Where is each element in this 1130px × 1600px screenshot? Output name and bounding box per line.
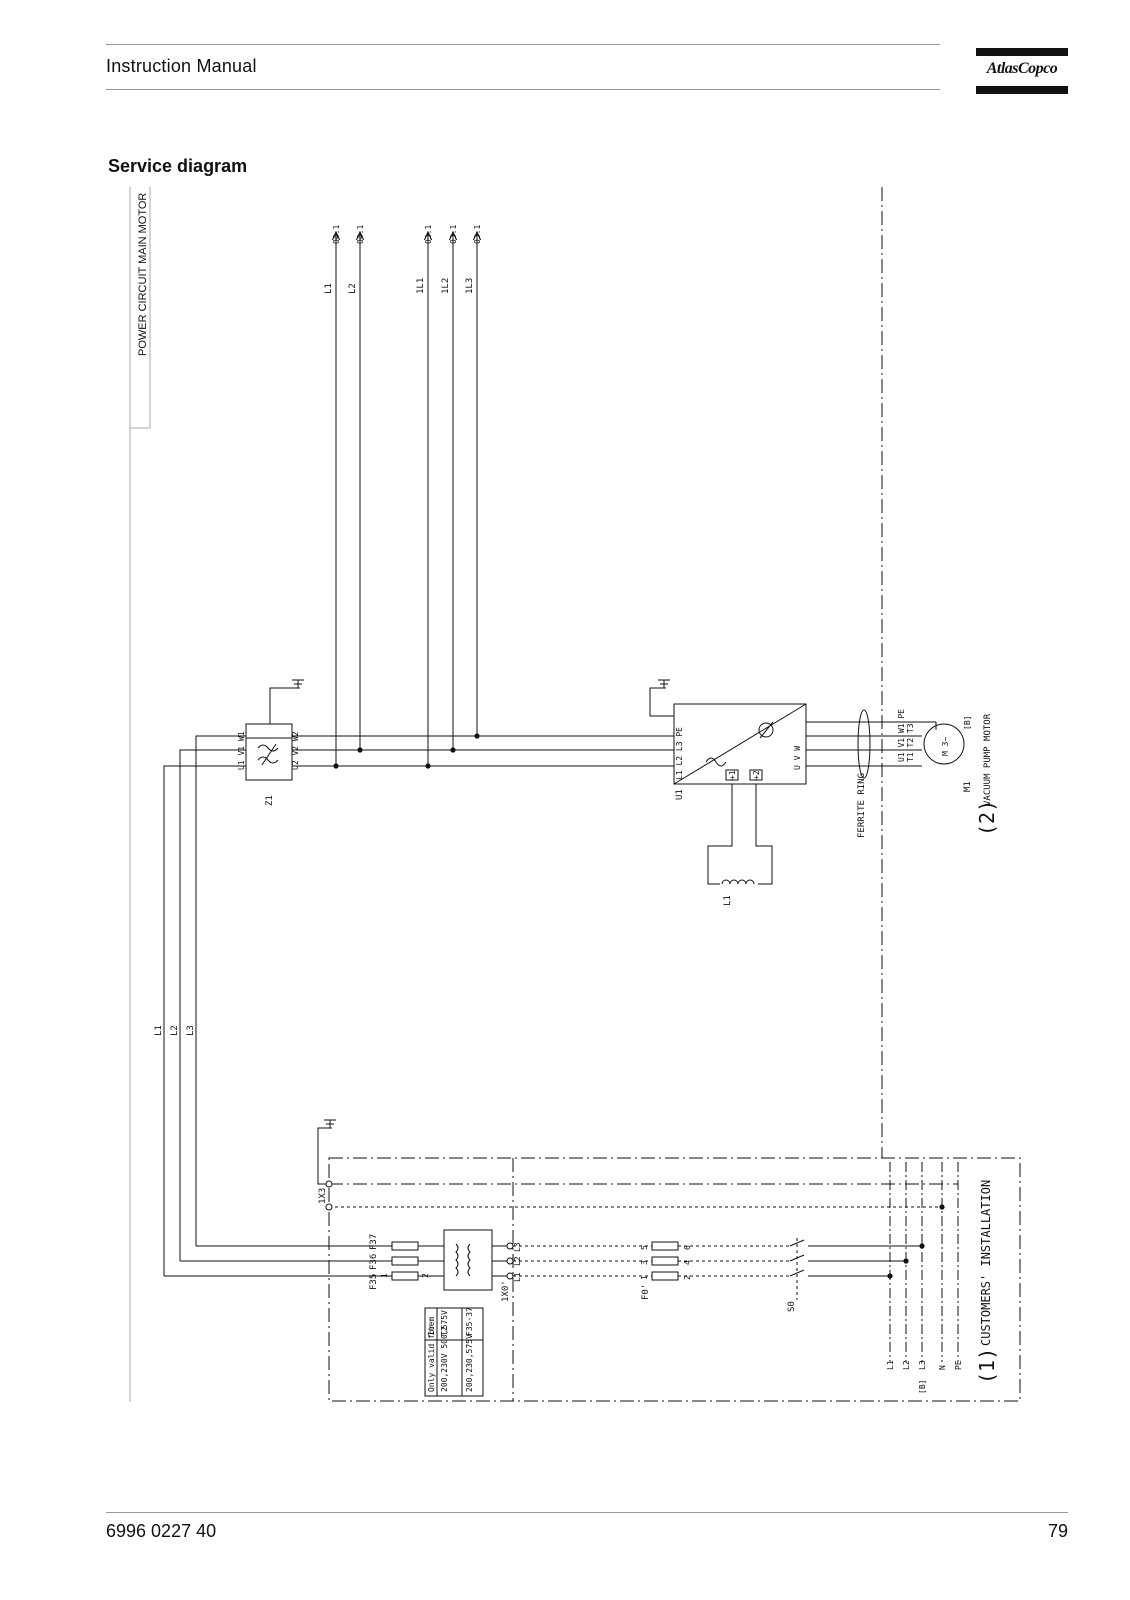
filter-id: Z1 <box>265 795 275 806</box>
filter-output-terminals: U2 V2 W2 <box>291 731 300 770</box>
output-label: 1L2 <box>441 278 451 294</box>
feed-line-label: L2 <box>170 1025 180 1036</box>
table-cell: T2 <box>440 1326 449 1336</box>
choke-l1 <box>721 879 755 885</box>
fuse-pin: 1 <box>380 1273 389 1278</box>
customer-installation-boundary <box>328 1157 1021 1402</box>
terminal-label: L3 <box>513 1242 522 1252</box>
atlas-copco-logo: AtlasCopco <box>976 48 1068 94</box>
output-ref: 03.1 <box>473 225 482 244</box>
dc-terminal: +2 <box>752 770 761 780</box>
sheet-label: POWER CIRCUIT MAIN MOTOR <box>137 193 149 356</box>
output-label: 1L3 <box>465 278 475 294</box>
header-rule-bottom <box>106 89 940 90</box>
motor-option: [B] <box>963 716 972 730</box>
main-fuse-id: F0' <box>641 1284 651 1300</box>
footer-rule <box>106 1512 1068 1513</box>
header-rule-top <box>106 44 940 45</box>
output-label: 1L1 <box>416 278 426 294</box>
terminal-label: L2 <box>513 1256 522 1266</box>
main-fuse-pin: 2 <box>683 1275 692 1280</box>
fuse-pin: 2 <box>421 1273 430 1278</box>
feed-line-label: L1 <box>154 1025 164 1036</box>
fuse-id: F36 <box>369 1254 379 1270</box>
customer-line-label: L2 <box>902 1360 911 1370</box>
main-fuse-pin: 5 <box>640 1245 649 1250</box>
customer-option: [B] <box>918 1380 927 1394</box>
table-cell: 200,230V 500,575V <box>440 1310 449 1392</box>
terminal-strip-earth: 1X3 <box>318 1188 328 1204</box>
output-ref: 03.1 <box>449 225 458 244</box>
logo-text: AtlasCopco <box>986 60 1058 77</box>
fuse-id: F37 <box>369 1234 379 1250</box>
main-fuse-pin: 4 <box>683 1260 692 1265</box>
logo-bar-bottom <box>976 86 1068 94</box>
header-title: Instruction Manual <box>106 56 257 76</box>
main-fuse-pin: 6 <box>683 1245 692 1250</box>
table-header: Only valid for <box>427 1324 436 1392</box>
customer-installation-label: CUSTOMERS' INSTALLATION <box>979 1180 993 1346</box>
drive-output-terminals: U V W <box>793 746 802 770</box>
terminal-strip: 1X0' <box>501 1280 511 1302</box>
feed-line-label: L3 <box>186 1025 196 1036</box>
customer-line-label: L3 <box>918 1360 927 1370</box>
logo-bar-top <box>976 48 1068 56</box>
drive-input-terminals: L1 L2 L3 PE <box>675 727 684 780</box>
choke-id: L1 <box>723 895 733 906</box>
output-ref: 04.1 <box>332 225 341 244</box>
drive-id: U1 <box>675 789 685 800</box>
filter-input-terminals: U1 V1 W1 <box>237 731 246 770</box>
motor-number: (2) <box>975 800 999 836</box>
drive-u1 <box>673 703 807 785</box>
fuse-id: F35 <box>369 1274 379 1290</box>
table-cell: F35-37 <box>465 1307 474 1336</box>
section-title: Service diagram <box>108 156 248 176</box>
output-label: L1 <box>324 283 334 294</box>
ferrite-label: FERRITE RING <box>857 773 867 838</box>
output-ref: 04.1 <box>356 225 365 244</box>
main-fuse-pin: 1 <box>640 1275 649 1280</box>
output-label: L2 <box>348 283 358 294</box>
main-fuse-pin: 3 <box>640 1260 649 1265</box>
switch-id: S0 <box>787 1301 797 1312</box>
footer-doc-number: 6996 0227 40 <box>106 1521 217 1541</box>
terminal-label: L1 <box>513 1272 522 1282</box>
footer-page-number: 79 <box>1047 1521 1068 1541</box>
customer-line-label: PE <box>954 1360 963 1370</box>
customer-line-label: L1 <box>886 1360 895 1370</box>
motor-terminals: U1 V1 W1 PE <box>897 709 906 762</box>
motor-m1 <box>923 723 965 765</box>
output-ref: 03.1 <box>424 225 433 244</box>
motor-id: M1 <box>963 781 973 792</box>
ferrite-ring <box>857 709 871 779</box>
motor-description: VACUUM PUMP MOTOR <box>983 713 993 806</box>
customer-line-label: N <box>938 1365 947 1370</box>
customer-number: (1) <box>975 1348 999 1384</box>
table-cell: 200,230,575V <box>465 1334 474 1392</box>
motor-terminals-t: T1 T2 T3 <box>906 723 915 762</box>
dc-terminal: +1 <box>728 770 737 780</box>
motor-symbol: M 3~ <box>941 737 950 756</box>
filter-z1 <box>245 723 293 781</box>
table-header: Item <box>427 1317 436 1336</box>
